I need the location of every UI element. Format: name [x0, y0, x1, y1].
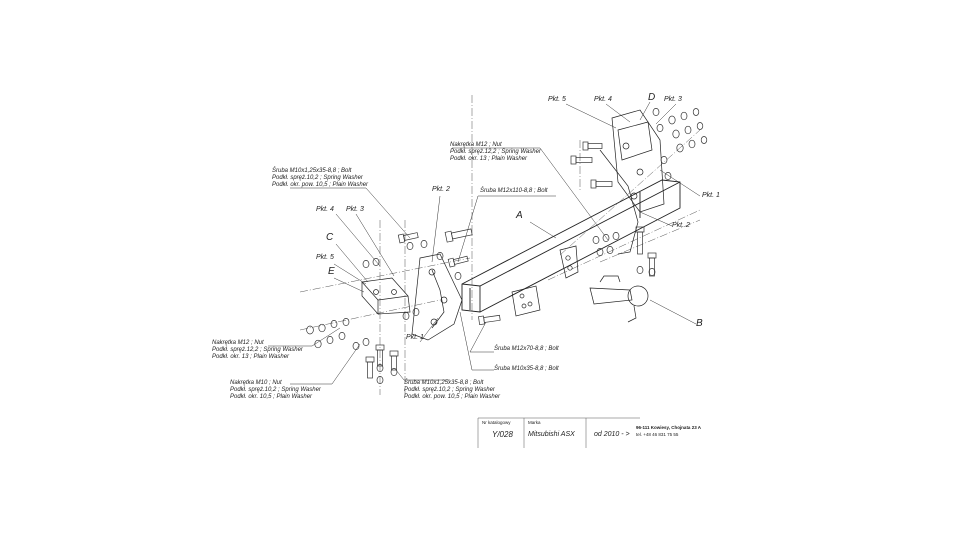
callout-bolt-m10x35: Śruba M10x35-8,8 ; Bolt — [494, 366, 559, 372]
label-c: C — [326, 232, 334, 243]
washers-nuts — [306, 108, 708, 384]
callout-nut-m10-left: Nakrętka M10 ; Nut Podkł. spręż.10,2 ; S… — [230, 380, 321, 401]
crossbar-a — [461, 179, 681, 313]
label-pkt5-right: Pkt. 5 — [548, 96, 566, 103]
socket-plate — [511, 245, 579, 317]
callout-bolt-m10-top: Śruba M10x1,25x35-8,8 ; Bolt Podkł. sprę… — [272, 168, 368, 189]
callout-line: Nakrętka M10 ; Nut — [230, 380, 282, 386]
label-pkt5-left: Pkt. 5 — [316, 254, 334, 261]
label-pkt1-left: Pkt. 1 — [406, 334, 424, 341]
label-a: A — [516, 210, 523, 221]
callout-line: Podkł. okr. 13 ; Plain Washer — [212, 353, 290, 360]
callout-bolt-m10-bottom: Śruba M10x1,25x35-8,8 ; Bolt Podkł. sprę… — [404, 380, 500, 401]
label-pkt1-right: Pkt. 1 — [702, 192, 720, 199]
callout-nut-m12-left: Nakrętka M12 ; Nut Podkł. spręż.12,2 ; S… — [212, 340, 303, 361]
callout-nut-m12-top: Nakrętka M12 ; Nut Podkł. spręż.12,2 ; S… — [450, 142, 541, 163]
callout-line: Podkł. okr. pow. 10,5 ; Plain Washer — [404, 393, 501, 400]
label-b: B — [696, 318, 703, 329]
label-pkt3-right: Pkt. 3 — [664, 96, 682, 103]
catalog-number: Y/028 — [492, 430, 513, 439]
title-block-frame — [477, 417, 640, 448]
tow-ball-b — [589, 275, 649, 323]
label-pkt4-left: Pkt. 4 — [316, 206, 334, 213]
label-pkt4-right: Pkt. 4 — [594, 96, 612, 103]
callout-line: Podkł. spręż.10,2 ; Spring Washer — [230, 386, 321, 393]
label-pkt3-left: Pkt. 3 — [346, 206, 364, 213]
side-arm-left — [411, 253, 463, 341]
bracket-c-e — [361, 277, 411, 315]
catalog-header: Nr katalogowy — [482, 420, 511, 425]
bolts — [365, 141, 657, 379]
callout-line: Podkł. spręż.12,2 ; Spring Washer — [212, 346, 303, 353]
years: od 2010 - > — [594, 431, 630, 438]
callout-line: Podkł. okr. 13 ; Plain Washer — [450, 155, 528, 162]
callout-line: Śruba M10x1,25x35-8,8 ; Bolt — [272, 168, 352, 174]
leader-lines — [268, 101, 701, 385]
label-pkt2-right: Pkt. 2 — [672, 222, 690, 229]
callout-bolt-m12x70: Śruba M12x70-8,8 ; Bolt — [494, 346, 559, 352]
callout-line: Podkł. okr. pow. 10,5 ; Plain Washer — [272, 181, 369, 188]
address-line1: 96-111 Kowiesy, Chojnata 23 A — [636, 425, 702, 430]
label-d: D — [648, 92, 656, 103]
bracket-d — [599, 109, 665, 255]
callout-line: Podkł. okr. 10,5 ; Plain Washer — [230, 393, 313, 400]
label-e: E — [328, 266, 335, 277]
callout-line: Nakrętka M12 ; Nut — [450, 142, 502, 148]
address-line2: tel. +48 46 831 75 55 — [636, 432, 679, 437]
callout-line: Śruba M10x1,25x35-8,8 ; Bolt — [404, 380, 484, 386]
brand-value: Mitsubishi ASX — [528, 431, 575, 438]
label-pkt2-mid: Pkt. 2 — [432, 186, 450, 193]
callout-line: Podkł. spręż.10,2 ; Spring Washer — [404, 386, 495, 393]
callout-line: Podkł. spręż.10,2 ; Spring Washer — [272, 174, 363, 181]
callout-line: Nakrętka M12 ; Nut — [212, 340, 264, 346]
callout-bolt-m12x110: Śruba M12x110-8,8 ; Bolt — [480, 188, 548, 194]
brand-header: Marka — [528, 420, 541, 425]
callout-line: Podkł. spręż.12,2 ; Spring Washer — [450, 148, 541, 155]
